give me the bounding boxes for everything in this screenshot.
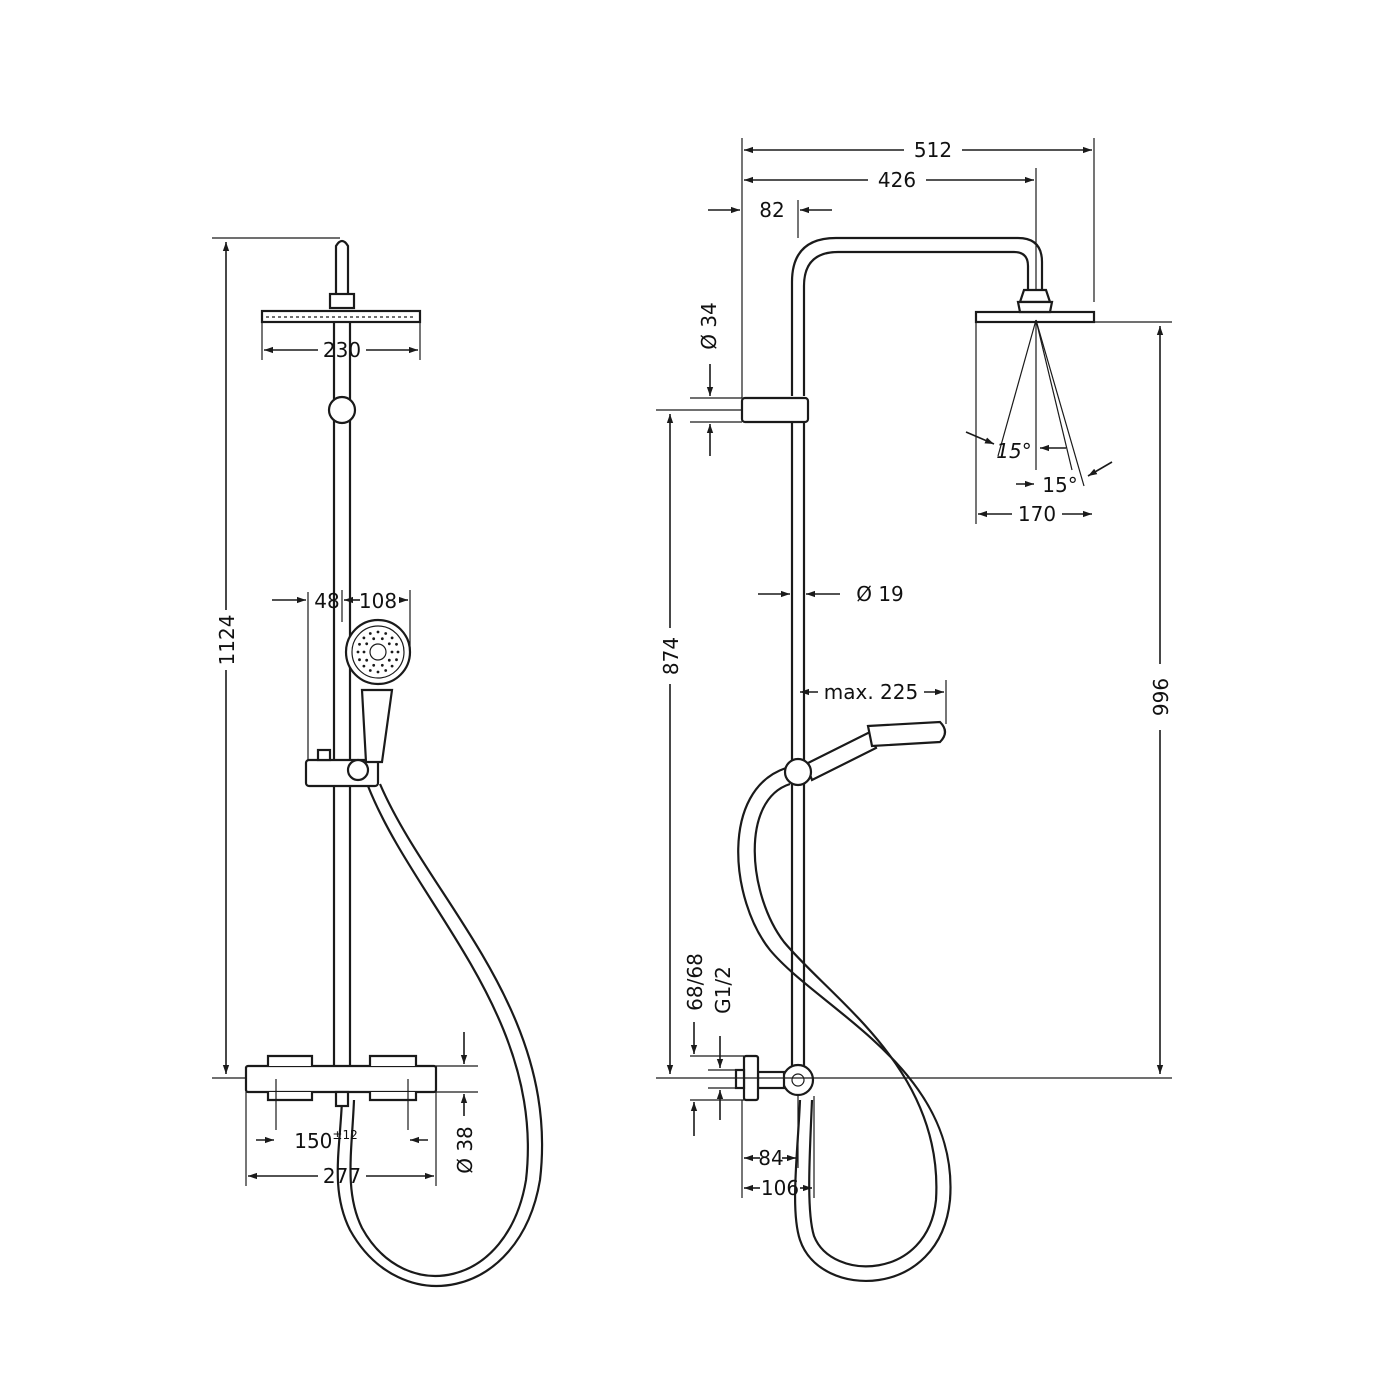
side-dim-bracket-diameter-label: Ø 34 — [697, 302, 721, 350]
front-head-connector — [328, 292, 356, 310]
side-dim-centers-label: 68/68 — [683, 953, 707, 1011]
nozzle-dot — [384, 669, 388, 672]
side-slider-ball — [783, 757, 813, 787]
nozzle-dot — [365, 642, 369, 646]
front-handshower-nozzles — [356, 630, 400, 674]
nozzle-dot — [380, 663, 384, 667]
front-view: 1124 230 48 108 150±12 277 Ø 38 — [212, 237, 544, 1288]
nozzle-dot — [368, 632, 372, 635]
front-dim-offset-label: 48 — [314, 589, 339, 613]
front-mixer-right-handle — [368, 1054, 418, 1102]
side-dim-spray-width-label: 170 — [1018, 502, 1056, 526]
side-dim-rail-height-label: 874 — [659, 637, 683, 675]
nozzle-dot — [396, 650, 400, 654]
side-dim-head-reach-label: 426 — [878, 168, 916, 192]
side-mixer-connector — [781, 1063, 815, 1097]
nozzle-dot — [395, 658, 398, 662]
side-dim-head-height-label: 996 — [1149, 678, 1173, 716]
side-arm-inner — [802, 250, 1030, 396]
nozzle-dot — [390, 636, 394, 640]
side-dim-angle-right-label: 15° — [1042, 473, 1077, 497]
nozzle-dot — [380, 637, 384, 641]
side-dim-angle-left-label: 15° — [996, 439, 1031, 463]
front-hose-inner — [349, 785, 529, 1277]
nozzle-dot — [362, 636, 366, 640]
nozzle-dot — [390, 664, 394, 668]
front-hose-outer — [336, 783, 544, 1288]
nozzle-dot — [372, 637, 376, 641]
front-dim-mixer-width-label: 277 — [323, 1164, 361, 1188]
nozzle-dot — [387, 642, 391, 646]
front-mixer-left-handle — [266, 1054, 314, 1102]
nozzle-dot — [362, 664, 366, 668]
front-dim-height-label: 1124 — [215, 615, 239, 666]
front-handshower-handle — [360, 688, 394, 764]
nozzle-dot — [372, 663, 376, 667]
side-dim-wall-offset-label: 82 — [759, 198, 784, 222]
nozzle-dot — [376, 670, 380, 674]
front-dim-centers-label: 150±12 — [294, 1128, 358, 1153]
side-hose-outer — [737, 766, 952, 1282]
front-dim-head-width-label: 230 — [323, 338, 361, 362]
side-mixer-body — [756, 1070, 786, 1090]
nozzle-dot — [356, 650, 360, 654]
front-dim-mixer-diameter-label: Ø 38 — [453, 1126, 477, 1174]
side-head-plate — [974, 310, 1096, 324]
front-riser-top — [334, 239, 350, 298]
side-wall-bracket — [740, 396, 810, 424]
side-dim-rail-diameter-label: Ø 19 — [856, 582, 904, 606]
nozzle-dot — [384, 632, 388, 635]
side-handshower — [804, 730, 878, 782]
nozzle-dot — [390, 650, 394, 654]
nozzle-dot — [387, 658, 391, 662]
side-dim-thread-label: G1/2 — [711, 966, 735, 1014]
nozzle-dot — [358, 658, 361, 662]
side-dim-mixer-depth-84-label: 84 — [758, 1146, 783, 1170]
nozzle-dot — [395, 642, 398, 646]
front-handshower-face — [344, 618, 412, 686]
nozzle-dot — [368, 669, 372, 672]
nozzle-dot — [362, 650, 366, 654]
nozzle-dot — [365, 658, 369, 662]
side-dim-mixer-depth-106-label: 106 — [761, 1176, 799, 1200]
side-view: 512 426 82 Ø 34 874 Ø 19 max. 225 — [656, 138, 1173, 1282]
nozzle-dot — [358, 642, 361, 646]
nozzle-dot — [376, 630, 380, 634]
side-dim-hand-reach-label: max. 225 — [824, 680, 918, 704]
side-dim-total-projection-label: 512 — [914, 138, 952, 162]
front-diverter-ball — [327, 395, 357, 425]
side-arm-outer — [790, 236, 1044, 396]
front-dim-hand-diameter-label: 108 — [359, 589, 397, 613]
side-hose-inner — [753, 782, 938, 1268]
